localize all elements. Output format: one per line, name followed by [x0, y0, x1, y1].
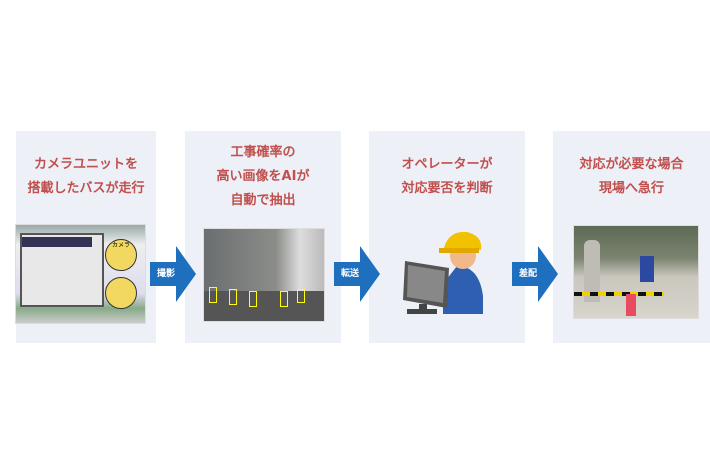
caption-line: カメラユニットを	[33, 157, 138, 172]
site-workers-photo	[573, 225, 699, 319]
arrow-dispatch	[512, 246, 558, 302]
camera-badge: カメラ	[105, 239, 137, 271]
step-caption: 対応が必要な場合現場へ急行	[553, 153, 710, 201]
operator-icon	[403, 231, 483, 314]
step-panel-1: カメラユニットを搭載したバスが走行 カメラ	[15, 131, 156, 343]
caption-line: 高い画像をAIが	[216, 169, 310, 184]
arrow-transfer	[334, 246, 380, 302]
caption-line: 現場へ急行	[598, 181, 664, 196]
ai-detection-photo	[203, 228, 325, 322]
step-panel-3: オペレーターが対応要否を判断	[369, 131, 525, 343]
arrow-label: 撮影	[156, 269, 175, 279]
arrow-label: 転送	[340, 269, 359, 279]
arrow-label: 差配	[518, 269, 537, 279]
step-caption: カメラユニットを搭載したバスが走行	[16, 153, 156, 201]
caption-line: 対応要否を判断	[401, 181, 493, 196]
step-panel-2: 工事確率の高い画像をAIが自動で抽出	[185, 131, 341, 343]
bus-photo: カメラ	[15, 224, 146, 324]
step-caption: オペレーターが対応要否を判断	[369, 153, 525, 201]
arrow-capture	[150, 246, 196, 302]
step-caption: 工事確率の高い画像をAIが自動で抽出	[185, 141, 341, 213]
caption-line: オペレーターが	[401, 157, 493, 172]
caption-line: 搭載したバスが走行	[27, 181, 145, 196]
caption-line: 工事確率の	[230, 145, 296, 160]
caption-line: 自動で抽出	[230, 193, 296, 208]
caption-line: 対応が必要な場合	[579, 157, 684, 172]
step-panel-4: 対応が必要な場合現場へ急行	[553, 131, 710, 343]
